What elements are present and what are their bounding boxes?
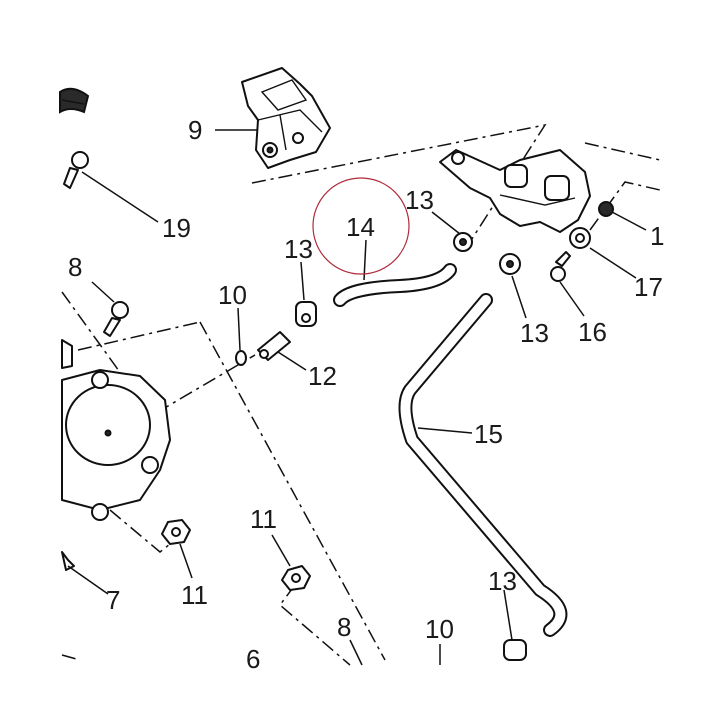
callout-6: 6: [246, 644, 260, 674]
part-1-bolt: [598, 201, 647, 231]
callout-8-bottom: 8: [337, 612, 351, 642]
callout-9: 9: [188, 115, 202, 145]
callout-12: 12: [308, 361, 337, 391]
part-13-clamp-d: [503, 639, 527, 661]
callout-19: 19: [162, 213, 191, 243]
callout-17: 17: [634, 272, 663, 302]
part-10-washer: [235, 350, 247, 366]
callout-13-top: 13: [405, 185, 434, 215]
part-bracket: [439, 149, 591, 249]
part-13-clamp-b: [295, 301, 317, 327]
callout-16: 16: [578, 317, 607, 347]
throttle-body: [61, 339, 171, 521]
callout-13-bottom: 13: [488, 566, 517, 596]
leader-lines: [215, 129, 527, 666]
part-17-grommet: [589, 247, 637, 279]
callout-1: 1: [650, 221, 664, 251]
part-edge-top-left: [59, 87, 90, 114]
callout-11-left: 11: [181, 580, 208, 610]
callout-10-bottom: 10: [425, 614, 454, 644]
part-16-screw: [550, 251, 585, 317]
highlight-circle: [312, 177, 410, 275]
part-9-sensor: [241, 67, 331, 169]
part-14-hose: [333, 263, 457, 307]
part-19-bolt: [63, 151, 159, 223]
callout-labels: 9 19 14 13 13 13 13 8 8 10 10 12 15 16 1…: [68, 115, 664, 674]
part-12-fitting: [257, 331, 307, 371]
callout-7: 7: [106, 585, 120, 615]
part-7-stud: [61, 551, 109, 595]
callout-13-right: 13: [520, 318, 549, 348]
part-8-bolt: [91, 281, 129, 337]
callout-8-left: 8: [68, 252, 82, 282]
part-11-nut-b: [271, 534, 311, 591]
callout-10-left: 10: [218, 280, 247, 310]
callout-15: 15: [474, 419, 503, 449]
callout-14: 14: [346, 212, 375, 242]
part-15-hose: [398, 293, 568, 637]
callout-13-left: 13: [284, 234, 313, 264]
callout-11-mid: 11: [250, 504, 277, 534]
part-11-nut-a: [161, 519, 193, 579]
part-13-clamp-a: [453, 232, 473, 252]
part-13-clamp-c: [499, 253, 521, 275]
